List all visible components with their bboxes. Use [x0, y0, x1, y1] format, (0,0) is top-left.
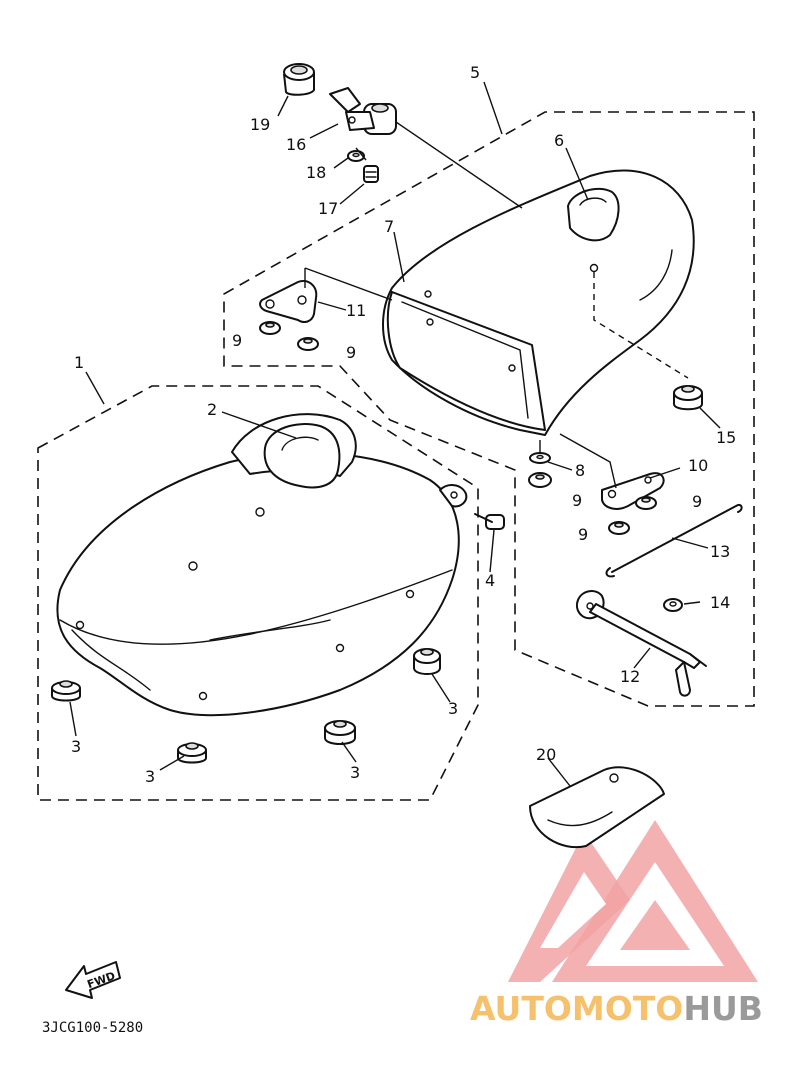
cover-20	[529, 766, 665, 849]
callout-14: 14	[710, 593, 730, 612]
washer-14	[663, 598, 683, 612]
callout-9-d: 9	[692, 492, 702, 511]
passenger-seat-assembly-boundary	[223, 111, 755, 707]
diagram-code: 3JCG100-5280	[42, 1020, 143, 1036]
callout-16: 16	[286, 135, 306, 154]
main-seat	[56, 413, 468, 717]
callout-18: 18	[306, 163, 326, 182]
damper-15	[673, 385, 703, 411]
callout-3-left: 3	[71, 737, 81, 756]
damper-3-middle-right	[324, 720, 356, 745]
callout-2: 2	[207, 400, 217, 419]
damper-3-middle-left	[177, 742, 207, 764]
callout-4: 4	[485, 571, 495, 590]
callout-3-middle-left: 3	[145, 767, 155, 786]
nut-9-d	[635, 496, 657, 510]
callout-9-a: 9	[232, 331, 242, 350]
damper-3-left	[51, 680, 81, 702]
callout-17: 17	[318, 199, 338, 218]
callout-13: 13	[710, 542, 730, 561]
damper-3-right	[413, 648, 441, 675]
watermark-text-part1: AUTOMOTO	[470, 989, 683, 1028]
seat-lock-16	[329, 87, 397, 135]
watermark-text: AUTOMOTOHUB	[470, 989, 763, 1028]
callout-1: 1	[74, 353, 84, 372]
callout-8: 8	[575, 461, 585, 480]
watermark-text-part2: HUB	[683, 989, 763, 1028]
callout-3-right: 3	[448, 699, 458, 718]
seat-strap-loop	[263, 423, 341, 489]
callout-15: 15	[716, 428, 736, 447]
fwd-arrow: FWD	[65, 961, 121, 999]
washer-18	[347, 150, 365, 162]
lock-lever-12	[576, 590, 707, 697]
callout-20: 20	[536, 745, 556, 764]
callout-9-e: 9	[578, 525, 588, 544]
callout-6: 6	[554, 131, 564, 150]
callout-9-b: 9	[346, 343, 356, 362]
callout-3-middle-right: 3	[350, 763, 360, 782]
callout-10: 10	[688, 456, 708, 475]
nut-9-b	[297, 337, 319, 351]
callout-11: 11	[346, 301, 366, 320]
lock-cap-19	[283, 63, 315, 96]
callout-numbers: 1 2 3 3 3 3 4 5 6 7 8 9 9 9 9 9 10 11 12…	[71, 63, 736, 786]
callout-19: 19	[250, 115, 270, 134]
washer-8	[529, 452, 551, 464]
watermark-logo	[508, 820, 758, 982]
callout-7: 7	[384, 217, 394, 236]
callout-12: 12	[620, 667, 640, 686]
cable-13	[605, 503, 743, 578]
nut-9-c	[528, 472, 552, 488]
passenger-seat	[382, 169, 695, 436]
callout-9-c: 9	[572, 491, 582, 510]
seat-assembly-boundary	[37, 385, 479, 801]
bracket-11	[259, 280, 318, 323]
screw-17	[363, 165, 379, 183]
bolt-4	[474, 513, 505, 530]
nut-9-a	[259, 321, 281, 335]
passenger-strap	[567, 187, 620, 242]
leader-lines	[69, 81, 721, 787]
nut-9-e	[608, 521, 630, 535]
callout-5: 5	[470, 63, 480, 82]
